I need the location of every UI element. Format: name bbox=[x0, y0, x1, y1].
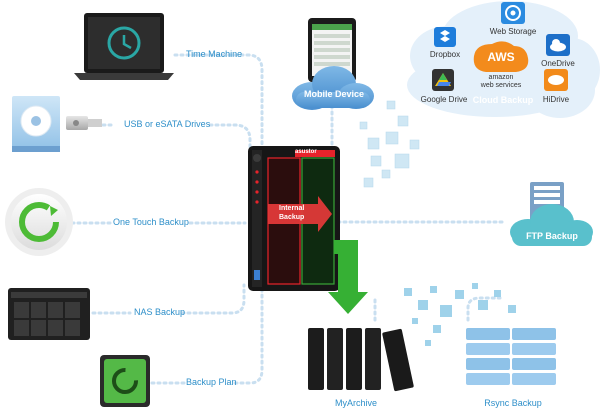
onedrive-icon bbox=[546, 34, 570, 56]
archive-disks-icon bbox=[308, 328, 414, 392]
label-one-touch: One Touch Backup bbox=[113, 217, 189, 227]
usb-drive-icon bbox=[12, 96, 102, 152]
label-usb-esata: USB or eSATA Drives bbox=[124, 119, 211, 129]
central-nas bbox=[248, 146, 340, 291]
label-google-drive: Google Drive bbox=[420, 95, 468, 104]
archive-arrow bbox=[328, 240, 368, 314]
aws-icon bbox=[473, 41, 529, 72]
ftp-cloud bbox=[510, 204, 593, 246]
google-drive-icon bbox=[432, 69, 454, 91]
label-aws: AWS bbox=[487, 50, 515, 64]
label-onedrive: OneDrive bbox=[541, 59, 575, 68]
hidrive-icon bbox=[544, 69, 568, 91]
decorative-cubes bbox=[359, 100, 420, 188]
label-nas-backup: NAS Backup bbox=[134, 307, 186, 317]
rsync-cubes bbox=[404, 283, 516, 346]
dropbox-icon bbox=[434, 27, 456, 47]
label-time-machine: Time Machine bbox=[186, 49, 243, 59]
connector-lines bbox=[70, 53, 507, 385]
server-stack-icon bbox=[466, 328, 556, 385]
label-nas-brand: asustor bbox=[295, 149, 317, 155]
mobile-cloud bbox=[292, 66, 374, 110]
label-aws-sub-1: amazon bbox=[488, 74, 514, 81]
label-my-archive: MyArchive bbox=[334, 398, 377, 408]
label-rsync-backup: Rsync Backup bbox=[484, 398, 542, 408]
label-backup-plan: Backup Plan bbox=[186, 377, 237, 387]
label-internal-1: Internal bbox=[279, 205, 305, 212]
web-storage-icon bbox=[501, 2, 525, 24]
label-dropbox: Dropbox bbox=[429, 50, 461, 59]
plan-drive-icon bbox=[100, 355, 150, 407]
label-internal-2: Backup bbox=[279, 214, 305, 221]
label-web-storage: Web Storage bbox=[489, 27, 537, 36]
label-cloud-backup: Cloud Backup bbox=[472, 95, 534, 105]
laptop-clock-icon bbox=[74, 13, 174, 80]
refresh-ring-icon bbox=[5, 188, 73, 256]
label-mobile-device: Mobile Device bbox=[303, 89, 365, 99]
nas-enclosure-icon bbox=[8, 288, 90, 340]
label-aws-sub-2: web services bbox=[480, 82, 522, 89]
label-hidrive: HiDrive bbox=[542, 95, 570, 104]
label-ftp-backup: FTP Backup bbox=[526, 231, 578, 241]
